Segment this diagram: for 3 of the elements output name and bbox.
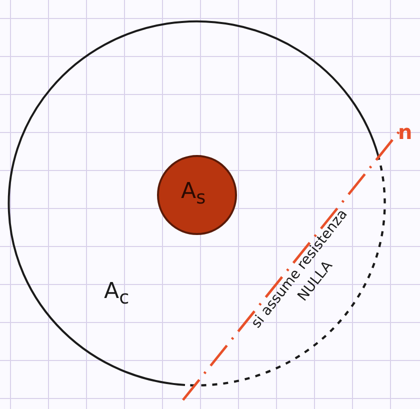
- area-label: A$_{c}$: [104, 279, 130, 308]
- line-label: n: [398, 120, 412, 144]
- area-label: A$_{s}$: [181, 179, 206, 208]
